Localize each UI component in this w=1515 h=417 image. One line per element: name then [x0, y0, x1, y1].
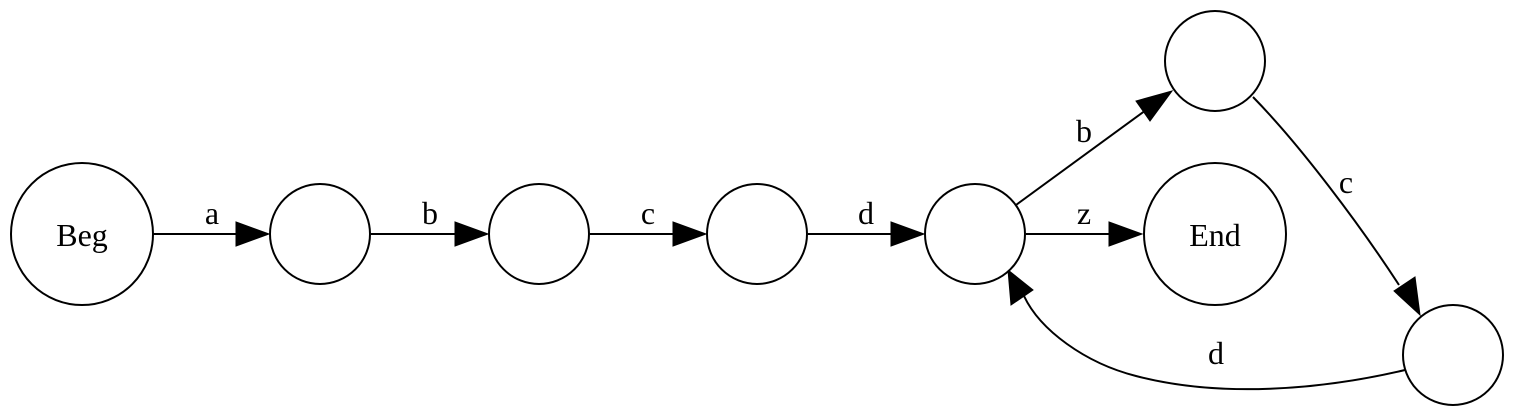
arrow-head	[1007, 268, 1034, 306]
node-n3	[706, 183, 808, 285]
arrow-head	[235, 221, 271, 247]
arrow-head	[454, 221, 490, 247]
edge-n2-to-n3: c	[590, 195, 708, 247]
node-top	[1164, 10, 1266, 112]
node-n1	[269, 183, 371, 285]
edge-beg-to-n1: a	[153, 195, 271, 247]
edge-bottom-right-to-n4: d	[1007, 268, 1406, 391]
arrow-head	[672, 221, 708, 247]
arrow-head	[1108, 221, 1144, 247]
node-label: Beg	[56, 217, 108, 253]
node-n4	[924, 183, 1026, 285]
node-shape	[706, 183, 808, 285]
node-label: End	[1189, 217, 1241, 253]
node-shape	[488, 183, 590, 285]
node-end: End	[1143, 162, 1287, 306]
node-shape	[10, 162, 154, 306]
node-shape	[1143, 162, 1287, 306]
edge-n3-to-n4: d	[808, 195, 926, 247]
edge-n4-to-top: b	[1015, 90, 1174, 206]
node-shape	[1164, 10, 1266, 112]
edge-n4-to-end: z	[1026, 195, 1144, 247]
edge-n1-to-n2: b	[371, 195, 490, 247]
arrow-head	[1393, 276, 1421, 317]
node-shape	[1402, 304, 1504, 406]
node-n2	[488, 183, 590, 285]
arrow-head	[1135, 90, 1174, 122]
edge-label: c	[641, 195, 655, 231]
edge-label: b	[1076, 113, 1092, 149]
node-shape	[924, 183, 1026, 285]
edge-label: b	[422, 195, 438, 231]
edge-label: z	[1077, 195, 1091, 231]
edge-label: c	[1339, 164, 1353, 200]
node-shape	[269, 183, 371, 285]
edge-label: a	[205, 195, 219, 231]
node-bottom-right	[1402, 304, 1504, 406]
edge-label: d	[1208, 335, 1224, 371]
edge-top-to-bottom-right: c	[1252, 96, 1421, 317]
node-beg: Beg	[10, 162, 154, 306]
arrow-head	[890, 221, 926, 247]
edge-label: d	[858, 195, 874, 231]
